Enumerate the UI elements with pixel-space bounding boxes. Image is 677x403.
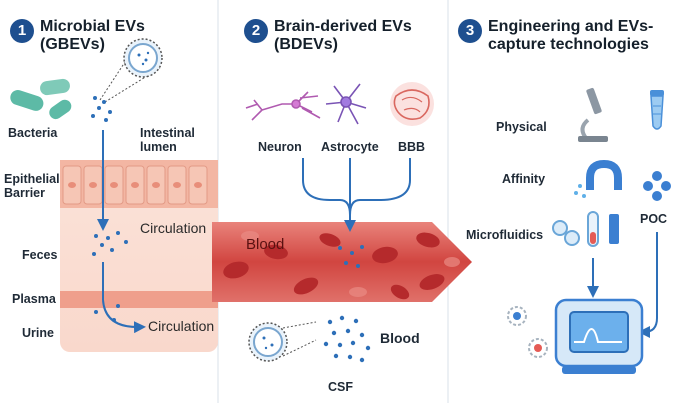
label-astrocyte: Astrocyte bbox=[321, 140, 379, 154]
label-blood: Blood bbox=[380, 330, 420, 346]
ev-zoom-icon-2 bbox=[248, 321, 317, 362]
panel-1-title: Microbial EVs (GBEVs) bbox=[40, 18, 145, 54]
poc-molecule-icon bbox=[643, 171, 671, 201]
label-affinity: Affinity bbox=[502, 172, 546, 186]
label-microfluidics: Microfluidics bbox=[466, 228, 544, 242]
neuron-icon bbox=[245, 91, 321, 121]
label-circulation-bottom: Circulation bbox=[148, 318, 215, 334]
panel-1-number: 1 bbox=[10, 19, 34, 43]
ev-bead-icons bbox=[507, 306, 548, 358]
microscope-icon bbox=[578, 87, 608, 142]
panel-3-title: Engineering and EVs- capture technologie… bbox=[488, 18, 654, 54]
blood-vessel-arrow bbox=[212, 222, 472, 302]
astrocyte-icon bbox=[325, 83, 367, 125]
panel-2-title: Brain-derived EVs (BDEVs) bbox=[274, 18, 412, 54]
ev-dots-lumen bbox=[91, 96, 112, 122]
magnet-icon bbox=[574, 159, 622, 198]
red-blood-cells bbox=[223, 232, 445, 300]
panel-2-number: 2 bbox=[244, 19, 268, 43]
ev-dots-csf bbox=[323, 315, 371, 363]
label-physical: Physical bbox=[496, 120, 547, 134]
bacteria-icon bbox=[10, 78, 72, 120]
label-poc: POC bbox=[640, 212, 668, 226]
label-urine: Urine bbox=[22, 326, 54, 340]
poc-arrow bbox=[638, 232, 658, 338]
label-csf: CSF bbox=[328, 380, 353, 394]
label-intestinal-lumen: Intestinal lumen bbox=[140, 126, 195, 155]
device-icon bbox=[554, 298, 644, 374]
ev-dots-plasma bbox=[94, 304, 120, 322]
bbb-icon bbox=[390, 82, 434, 126]
label-vessel-blood: Blood bbox=[246, 236, 285, 253]
converging-lines bbox=[302, 158, 411, 216]
ev-dots-vessel bbox=[338, 245, 364, 268]
label-bbb: BBB bbox=[398, 140, 426, 154]
column-tube-icon bbox=[650, 90, 664, 130]
ev-dots-circulation bbox=[92, 231, 128, 256]
microfluidics-icon bbox=[552, 211, 619, 247]
label-bacteria: Bacteria bbox=[8, 126, 58, 140]
label-circulation-top: Circulation bbox=[140, 220, 207, 236]
label-feces: Feces bbox=[22, 248, 58, 262]
panel-3-number: 3 bbox=[458, 19, 482, 43]
label-neuron: Neuron bbox=[258, 140, 302, 154]
label-plasma: Plasma bbox=[12, 292, 56, 306]
plasma-band bbox=[60, 291, 218, 308]
label-epithelial-barrier: Epithelial Barrier bbox=[4, 172, 60, 201]
ev-zoom-icon bbox=[99, 38, 163, 103]
